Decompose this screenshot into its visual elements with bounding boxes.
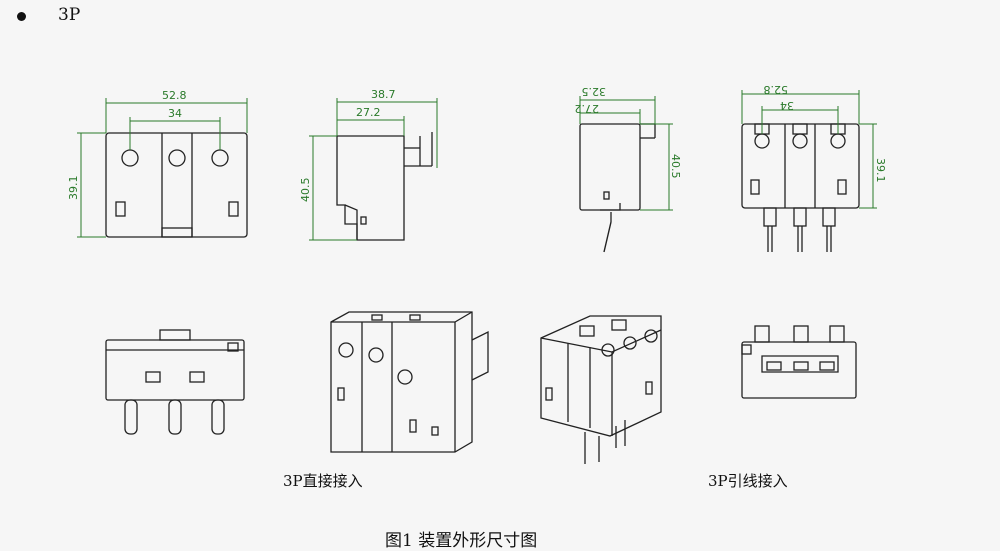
back-view-lead (741, 325, 857, 399)
front-lead-body-outline (741, 123, 860, 209)
dim-side-height: 40.5 (299, 178, 312, 203)
dim-side-depth-body: 27.2 (356, 106, 381, 119)
bullet-icon (17, 12, 26, 21)
dim-side-lead-depth-body: 27.2 (575, 102, 600, 115)
section-heading: 3P (58, 5, 81, 25)
front-view-direct (105, 132, 248, 238)
side-lead-body-outline (579, 123, 641, 211)
iso-view-direct (330, 311, 489, 453)
back-view-direct (105, 329, 245, 435)
caption-direct: 3P直接接入 (283, 472, 363, 490)
pin-hole-center (168, 149, 186, 167)
dim-side-lead-height: 40.5 (669, 154, 682, 179)
dim-front-width: 52.8 (162, 89, 187, 102)
pin-hole-right (211, 149, 229, 167)
side-view-lead (579, 123, 656, 253)
caption-lead: 3P引线接入 (708, 472, 788, 490)
pin-hole-left (121, 149, 139, 167)
dim-side-depth-total: 38.7 (371, 88, 396, 101)
front-body-outline (105, 132, 248, 238)
dim-front-height: 39.1 (67, 176, 80, 201)
iso-view-lead (540, 315, 662, 464)
dim-front-hole-spacing: 34 (168, 107, 182, 120)
dim-side-lead-depth-total: 32.5 (582, 85, 607, 98)
dim-front-lead-hole-spacing: 34 (780, 99, 794, 112)
dim-front-lead-height: 39.1 (874, 158, 887, 183)
side-view-direct (336, 132, 433, 241)
side-body-outline (336, 135, 405, 241)
front-view-lead (741, 123, 860, 252)
dim-front-lead-width: 52.8 (764, 83, 789, 96)
figure-title: 图1 装置外形尺寸图 (385, 531, 538, 551)
